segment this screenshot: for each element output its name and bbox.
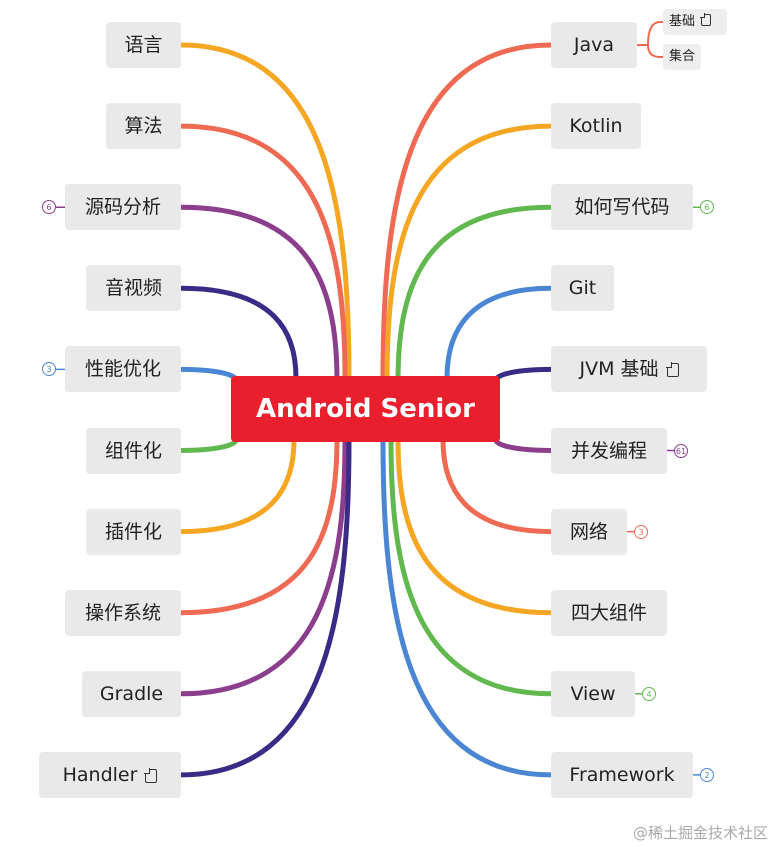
- topic-left-6[interactable]: 插件化: [86, 508, 181, 555]
- branch-left-3: [178, 285, 299, 381]
- note-icon[interactable]: [665, 362, 679, 378]
- topic-label: Framework: [569, 763, 675, 786]
- topic-right-3[interactable]: Git: [551, 265, 614, 312]
- topic-label: 操作系统: [84, 601, 161, 624]
- collapsed-count-badge[interactable]: 3: [42, 362, 56, 377]
- topic-right-5[interactable]: 并发编程: [551, 427, 667, 474]
- branch-right-5: [493, 437, 554, 453]
- topic-label: 四大组件: [570, 601, 647, 624]
- topic-label: 源码分析: [84, 196, 161, 219]
- topic-label: Git: [568, 277, 597, 300]
- topic-left-2[interactable]: 源码分析: [65, 184, 181, 231]
- topic-left-5[interactable]: 组件化: [86, 427, 181, 474]
- branch-right-8: [388, 437, 554, 697]
- topic-label: JVM 基础: [579, 358, 659, 381]
- java-subtopic-1[interactable]: 集合: [663, 44, 701, 70]
- branch-left-6: [178, 437, 297, 535]
- topic-left-7[interactable]: 操作系统: [65, 589, 181, 636]
- topic-label: 网络: [569, 520, 608, 543]
- java-subtopic-0[interactable]: 基础: [663, 9, 727, 35]
- topic-right-4[interactable]: JVM 基础: [551, 346, 707, 393]
- topic-right-1[interactable]: Kotlin: [551, 103, 641, 150]
- branch-left-5: [178, 437, 239, 453]
- topic-left-0[interactable]: 语言: [106, 22, 181, 68]
- central-topic[interactable]: Android Senior: [231, 376, 500, 442]
- topic-label: 音视频: [104, 277, 162, 300]
- branch-right-7: [395, 435, 554, 616]
- branch-left-7: [178, 435, 340, 616]
- topic-label: Java: [573, 34, 615, 56]
- collapsed-count-badge[interactable]: 3: [634, 524, 648, 539]
- topic-label: 如何写代码: [574, 196, 670, 219]
- subtopic-label: 基础: [669, 14, 696, 29]
- collapsed-count-badge[interactable]: 6: [42, 200, 56, 215]
- topic-label: View: [570, 682, 616, 705]
- collapsed-count-badge[interactable]: 61: [674, 443, 688, 458]
- topic-right-2[interactable]: 如何写代码: [551, 184, 693, 231]
- branch-right-0: [380, 42, 554, 381]
- topic-label: 语言: [124, 34, 163, 56]
- branch-left-4: [178, 366, 239, 383]
- topic-label: 算法: [124, 115, 163, 138]
- branch-left-1: [178, 123, 348, 383]
- branch-right-1: [384, 123, 554, 383]
- topic-right-7[interactable]: 四大组件: [551, 589, 667, 636]
- branch-left-8: [178, 437, 348, 697]
- topic-label: Handler: [62, 763, 138, 786]
- branch-left-0: [178, 42, 352, 381]
- topic-label: Kotlin: [569, 115, 623, 138]
- topic-left-8[interactable]: Gradle: [82, 670, 181, 717]
- topic-label: 插件化: [104, 520, 162, 543]
- collapsed-count-badge[interactable]: 6: [700, 200, 714, 215]
- topic-right-0[interactable]: Java: [551, 22, 637, 68]
- branch-left-2: [178, 204, 340, 385]
- note-icon[interactable]: [700, 13, 712, 26]
- topic-right-8[interactable]: View: [551, 670, 635, 717]
- topic-right-9[interactable]: Framework: [551, 751, 693, 798]
- topic-left-9[interactable]: Handler: [39, 751, 181, 798]
- topic-label: 组件化: [104, 439, 162, 462]
- branch-left-9: [178, 437, 352, 778]
- topic-left-1[interactable]: 算法: [106, 103, 181, 150]
- topic-label: 并发编程: [570, 439, 647, 462]
- java-branch-upper: [647, 21, 665, 46]
- branch-right-2: [395, 204, 554, 385]
- subtopic-label: 集合: [669, 49, 696, 64]
- note-icon[interactable]: [144, 767, 158, 783]
- watermark: @稀土掘金技术社区: [632, 824, 768, 842]
- topic-label: 性能优化: [84, 358, 161, 381]
- collapsed-count-badge[interactable]: 2: [700, 767, 714, 782]
- branch-right-4: [493, 366, 554, 383]
- branch-right-3: [444, 285, 554, 381]
- topic-left-4[interactable]: 性能优化: [65, 346, 181, 393]
- branch-right-9: [380, 437, 554, 778]
- collapsed-count-badge[interactable]: 4: [642, 686, 656, 701]
- topic-label: Gradle: [99, 682, 164, 705]
- branch-right-6: [440, 437, 554, 535]
- topic-right-6[interactable]: 网络: [551, 508, 627, 555]
- java-branch-lower: [647, 44, 665, 58]
- topic-left-3[interactable]: 音视频: [86, 265, 181, 312]
